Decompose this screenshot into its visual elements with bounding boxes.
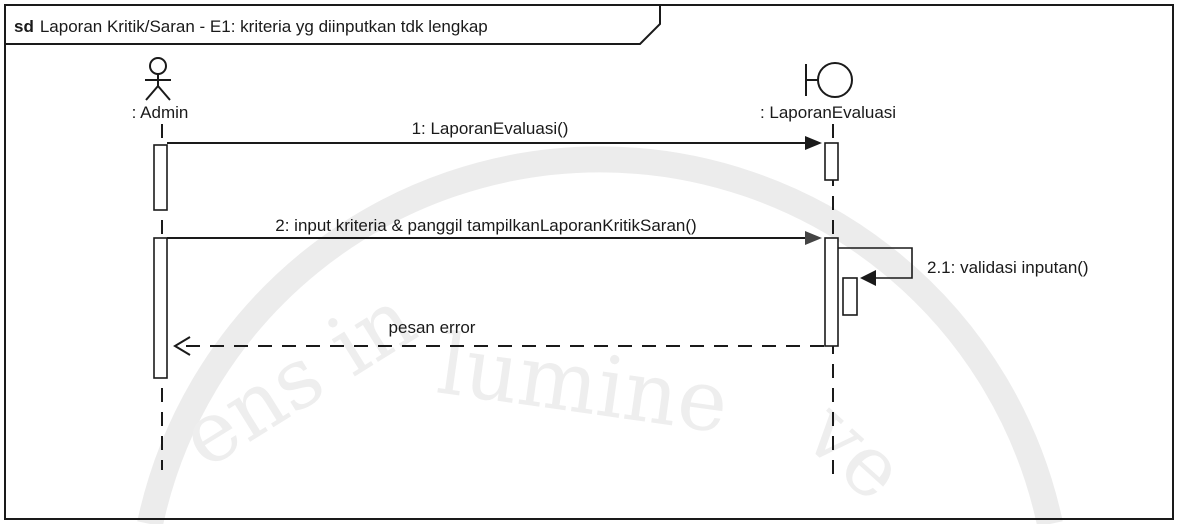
watermark-arc	[137, 146, 1063, 527]
frame-keyword: sd	[14, 17, 34, 36]
message-2-label: 2: input kriteria & panggil tampilkanLap…	[275, 216, 696, 235]
boundary-laporan-icon	[805, 62, 853, 98]
message-2-1-line	[838, 247, 913, 279]
activation-laporan-2	[824, 237, 839, 347]
frame-title-text: Laporan Kritik/Saran - E1: kriteria yg d…	[40, 17, 488, 36]
lifeline-laporan-label: : LaporanEvaluasi	[760, 103, 896, 122]
watermark-text-3: ve	[786, 381, 925, 520]
message-2-arrowhead	[805, 231, 822, 245]
frame-title-tab	[5, 5, 661, 45]
watermark-text-1: ens in	[164, 269, 432, 487]
activation-laporan-1	[824, 142, 839, 181]
message-2-1-label: 2.1: validasi inputan()	[927, 258, 1089, 277]
message-1-arrowhead	[805, 136, 822, 150]
frame-border	[4, 4, 1174, 520]
watermark: ens in lumine ve	[137, 146, 1063, 527]
lifeline-admin-label: : Admin	[132, 103, 189, 122]
actor-admin-icon	[145, 57, 171, 101]
frame-title: sd Laporan Kritik/Saran - E1: kriteria yg…	[14, 17, 488, 36]
message-2-1-arrowhead	[860, 270, 876, 286]
message-1-label: 1: LaporanEvaluasi()	[412, 119, 569, 138]
message-return-arrowhead	[173, 336, 191, 356]
activation-admin-2	[153, 237, 168, 379]
message-return-label: pesan error	[389, 318, 476, 337]
activation-laporan-nested	[842, 277, 858, 316]
activation-admin-1	[153, 144, 168, 211]
watermark-text-2: lumine	[432, 315, 734, 453]
